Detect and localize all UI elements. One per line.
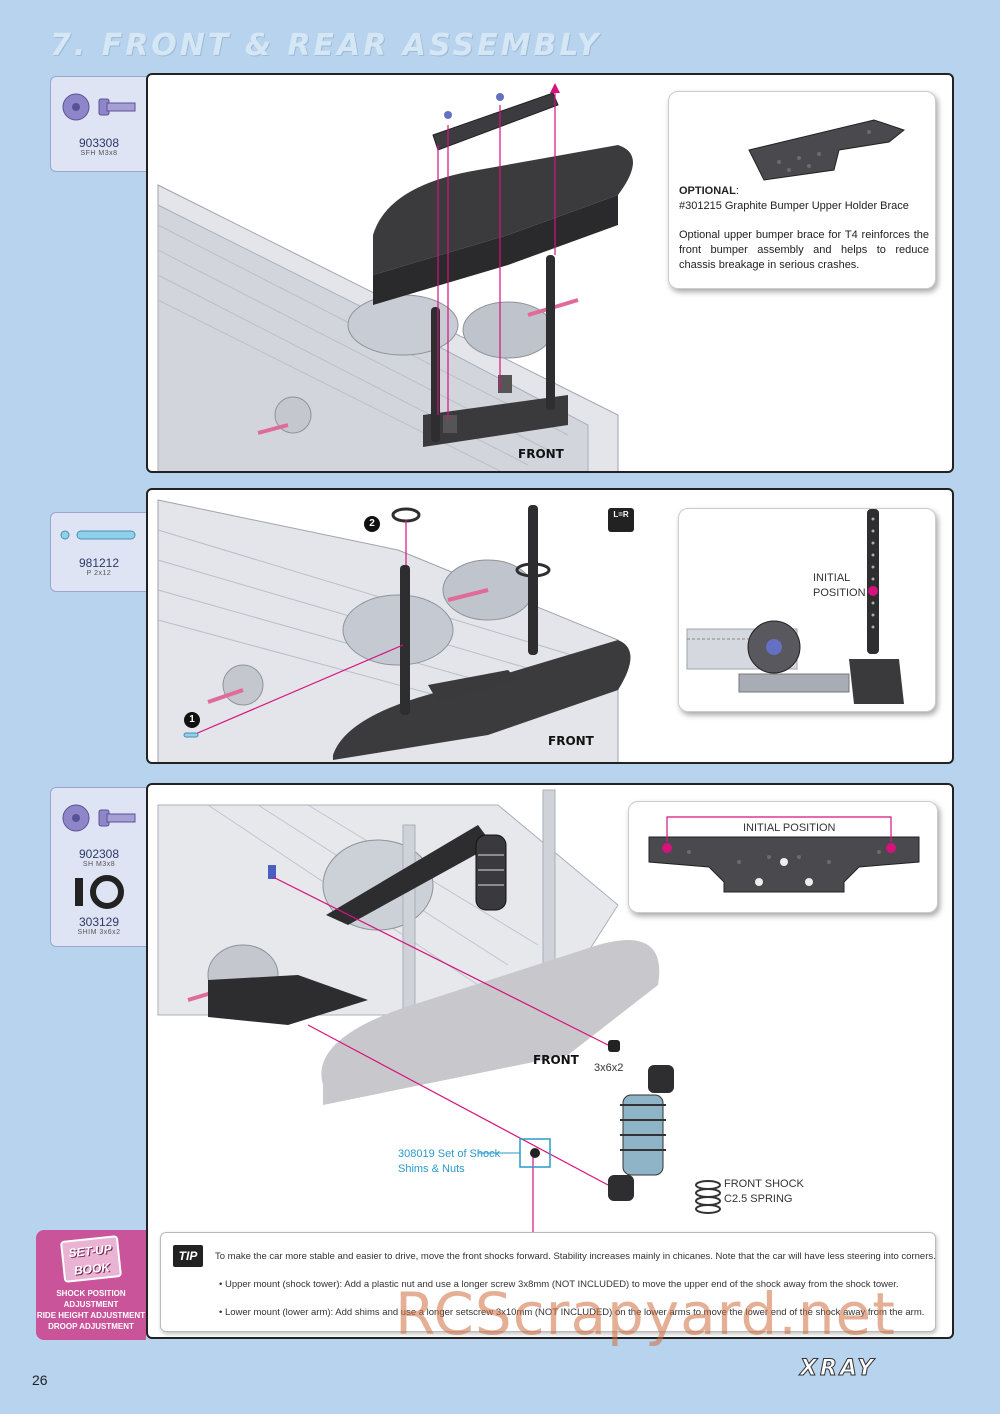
part-desc: P 2x12 [86,570,112,577]
left-right-badge: L=R [608,508,634,532]
parts-card-step3: 902308 SH M3x8 303129 SHIM 3x6x2 [50,787,148,947]
parts-card-step1: 903308 SFH M3x8 [50,76,148,172]
front-label: FRONT [548,734,594,748]
optional-description: Optional upper bumper brace for T4 reinf… [679,229,929,271]
step1-panel: FRONT OPTIONAL: #301215 Graphite Bumper … [146,73,954,473]
tip-badge: TIP [173,1245,203,1267]
pin-icon [60,530,136,540]
front-label: FRONT [518,447,564,461]
initial-position-label: INITIAL POSITION [739,821,840,836]
page-title: 7. FRONT & REAR ASSEMBLY [50,28,602,63]
part-code: 902308 [78,847,120,861]
shock-tower-plate-illustration [648,816,920,893]
shim-icon [75,875,124,909]
step3-illustration [157,789,721,1255]
parts-card-step2: 981212 P 2x12 [50,512,148,592]
part-desc: SFH M3x8 [80,150,118,157]
part-code: 903308 [78,136,120,150]
page-number: 26 [32,1372,48,1388]
nut-label: 3x6x2 [594,1062,624,1074]
bumper-brace-illustration [748,119,906,181]
setup-link-droop[interactable]: DROOP ADJUSTMENT [48,1322,134,1331]
front-label: FRONT [533,1053,579,1067]
flat-head-screw-icon [62,93,136,121]
part-code: 981212 [78,556,120,570]
tip-bullet-lower: • Lower mount (lower arm): Add shims and… [219,1307,925,1318]
tip-box: TIP To make the car more stable and easi… [160,1232,936,1332]
step1-illustration [157,83,633,471]
setup-link-ride-height[interactable]: RIDE HEIGHT ADJUSTMENT [36,1311,146,1320]
tip-bullet-upper: • Upper mount (shock tower): Add a plast… [219,1279,899,1290]
flat-head-screw-icon [62,804,136,832]
step-marker-2: 2 [364,516,380,532]
optional-part-number: #301215 Graphite Bumper Upper Holder Bra… [679,200,909,212]
tip-intro: To make the car more stable and easier t… [215,1251,936,1262]
setup-link-shock-position[interactable]: SHOCK POSITION ADJUSTMENT [56,1289,126,1309]
shock-tower-detail-illustration [686,509,904,704]
optional-label: OPTIONAL [679,185,736,197]
brand-logo: XRAY [799,1356,877,1382]
step-marker-1: 1 [184,712,200,728]
optional-callout: OPTIONAL: #301215 Graphite Bumper Upper … [668,91,936,289]
shock-tower-position-callout: INITIAL POSITION [628,801,938,913]
watermark: RCScrapyard.net [395,1280,896,1348]
part-desc: SH M3x8 [82,861,116,868]
part-desc: SHIM 3x6x2 [77,929,121,936]
part-code: 303129 [78,915,120,929]
step2-illustration [157,499,631,762]
